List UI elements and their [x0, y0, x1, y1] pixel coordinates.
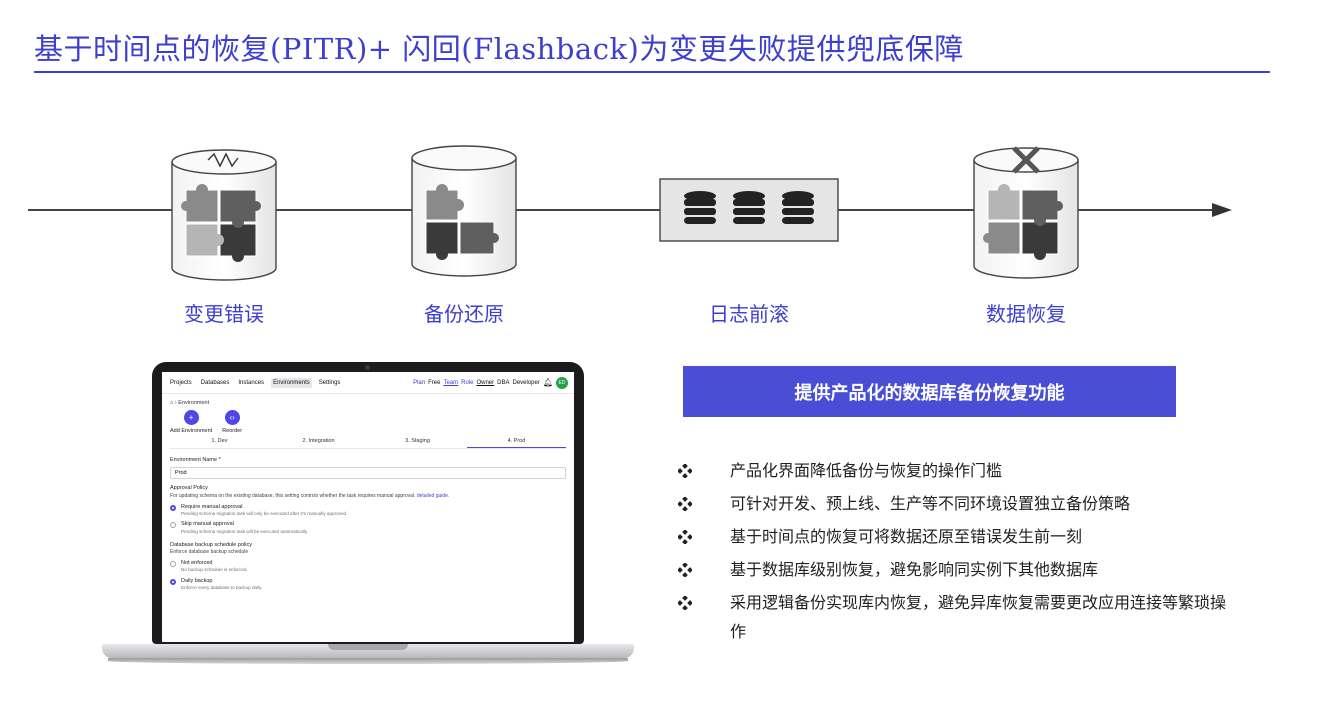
laptop-lid: Projects Databases Instances Environment…: [152, 362, 584, 644]
option-desc: Pending schema migration task will be ex…: [181, 528, 309, 534]
nav-right: Plan Free Team Role Owner DBA Developer …: [410, 376, 568, 389]
feature-text: 基于数据库级别恢复，避免影响同实例下其他数据库: [730, 560, 1099, 579]
backup-policy-title: Database backup schedule policy: [170, 541, 252, 548]
diamond-bullet-icon: [678, 530, 692, 544]
step-integration[interactable]: 2. Integration: [302, 438, 335, 444]
add-environment-label: Add Environment: [170, 428, 213, 434]
reorder-button[interactable]: ‹› Reorder: [222, 410, 242, 434]
chevron-right-icon: ›: [174, 400, 179, 406]
backup-policy-desc: Enforce database backup schedule: [170, 549, 249, 556]
role-link[interactable]: Role: [461, 379, 474, 386]
list-item: 采用逻辑备份实现库内恢复，避免异库恢复需要更改应用连接等繁琐操作: [678, 588, 1238, 646]
app-screen: Projects Databases Instances Environment…: [162, 372, 574, 642]
option-desc: No backup schedule is enforced.: [181, 567, 248, 573]
reorder-label: Reorder: [222, 428, 243, 434]
diamond-bullet-icon: [678, 497, 692, 511]
environment-steps: 1. Dev 2. Integration 3. Staging 4. Prod: [170, 436, 566, 448]
nav-item-projects[interactable]: Projects: [170, 379, 192, 386]
radio-selected-icon[interactable]: [170, 504, 176, 511]
step-staging[interactable]: 3. Staging: [405, 438, 430, 444]
feature-text: 产品化界面降低备份与恢复的操作门槛: [730, 461, 1003, 480]
option-desc: Enforce every database to backup daily.: [181, 585, 263, 591]
step-prod[interactable]: 4. Prod: [467, 436, 566, 448]
feature-banner: 提供产品化的数据库备份恢复功能: [683, 366, 1176, 417]
nav-item-settings[interactable]: Settings: [318, 379, 341, 386]
title-underline: [34, 71, 1270, 73]
option-title: Skip manual approval: [181, 521, 234, 528]
database-puzzle-partial-icon: [411, 145, 517, 277]
recovery-flow-diagram: [28, 145, 1232, 281]
radio-unselected-icon[interactable]: [170, 522, 176, 529]
require-approval-option[interactable]: Require manual approval Pending schema m…: [170, 504, 566, 518]
stage-label-data-recovery: 数据恢复: [986, 302, 1066, 326]
env-name-label: Environment Name *: [170, 457, 221, 463]
plan-value: Free: [428, 379, 441, 386]
stage-label-change-error: 变更错误: [184, 302, 264, 326]
environment-actions: + Add Environment ‹› Reorder: [162, 410, 574, 434]
stage-label-log-rollforward: 日志前滚: [709, 302, 789, 326]
list-item: 基于数据库级别恢复，避免影响同实例下其他数据库: [678, 555, 1238, 584]
diamond-bullet-icon: [678, 563, 692, 577]
plan-label: Plan: [413, 379, 426, 386]
option-title: Daily backup: [181, 577, 213, 584]
database-puzzle-icon: [171, 149, 277, 281]
environment-form: Environment Name * Prod Approval Policy …: [162, 449, 574, 591]
top-nav: Projects Databases Instances Environment…: [162, 372, 574, 394]
role-developer[interactable]: Developer: [512, 379, 540, 386]
add-environment-button[interactable]: + Add Environment: [170, 410, 212, 434]
laptop-mockup: Projects Databases Instances Environment…: [102, 362, 634, 668]
step-dev[interactable]: 1. Dev: [211, 438, 228, 444]
laptop-base: [102, 644, 634, 658]
list-item: 可针对开发、预上线、生产等不同环境设置独立备份策略: [678, 489, 1238, 518]
steps-divider: [170, 448, 566, 449]
laptop-notch: [328, 644, 408, 650]
option-title: Require manual approval: [181, 503, 243, 510]
not-enforced-option[interactable]: Not enforced No backup schedule is enfor…: [170, 560, 566, 574]
option-desc: Pending schema migration task will only …: [181, 511, 348, 517]
feature-list: 产品化界面降低备份与恢复的操作门槛 可针对开发、预上线、生产等不同环境设置独立备…: [678, 456, 1238, 650]
database-puzzle-restored-icon: [973, 146, 1079, 279]
approval-policy-desc: For updating schema on the existing data…: [170, 493, 566, 500]
feature-text: 采用逻辑备份实现库内恢复，避免异库恢复需要更改应用连接等繁琐操作: [730, 593, 1227, 641]
log-database-stack-icon: [659, 178, 839, 242]
radio-selected-icon[interactable]: [170, 578, 176, 585]
home-icon[interactable]: ⌂: [170, 400, 174, 406]
laptop-shadow: [108, 658, 628, 664]
team-link[interactable]: Team: [443, 379, 459, 386]
feature-text: 基于时间点的恢复可将数据还原至错误发生前一刻: [730, 527, 1083, 546]
arrow-right-icon: [1212, 203, 1232, 217]
env-name-input[interactable]: Prod: [170, 467, 566, 480]
feature-text: 可针对开发、预上线、生产等不同环境设置独立备份策略: [730, 494, 1131, 513]
stage-label-backup-restore: 备份还原: [424, 302, 504, 326]
reorder-icon: ‹›: [224, 410, 240, 425]
role-owner[interactable]: Owner: [476, 379, 495, 386]
daily-backup-option[interactable]: Daily backup Enforce every database to b…: [170, 578, 566, 592]
breadcrumb-current: Environment: [178, 400, 210, 406]
plus-icon: +: [183, 410, 199, 425]
diamond-bullet-icon: [678, 596, 692, 610]
option-title: Not enforced: [181, 559, 213, 566]
role-dba[interactable]: DBA: [497, 379, 510, 386]
camera-icon: [365, 365, 370, 370]
bell-icon[interactable]: 🔔︎: [542, 378, 553, 387]
radio-unselected-icon[interactable]: [170, 560, 176, 567]
avatar[interactable]: ED: [556, 376, 568, 389]
approval-desc-text: For updating schema on the existing data…: [170, 492, 416, 499]
detailed-guide-link[interactable]: detailed guide.: [416, 492, 450, 499]
approval-policy-title: Approval Policy: [170, 485, 208, 492]
diamond-bullet-icon: [678, 464, 692, 478]
slide-title: 基于时间点的恢复(PITR)+ 闪回(Flashback)为变更失败提供兜底保障: [34, 32, 964, 66]
nav-item-databases[interactable]: Databases: [200, 379, 230, 386]
breadcrumb: ⌂ › Environment: [162, 394, 574, 410]
skip-approval-option[interactable]: Skip manual approval Pending schema migr…: [170, 521, 566, 535]
nav-item-environments[interactable]: Environments: [271, 377, 312, 388]
nav-item-instances[interactable]: Instances: [238, 379, 265, 386]
list-item: 产品化界面降低备份与恢复的操作门槛: [678, 456, 1238, 485]
list-item: 基于时间点的恢复可将数据还原至错误发生前一刻: [678, 522, 1238, 551]
